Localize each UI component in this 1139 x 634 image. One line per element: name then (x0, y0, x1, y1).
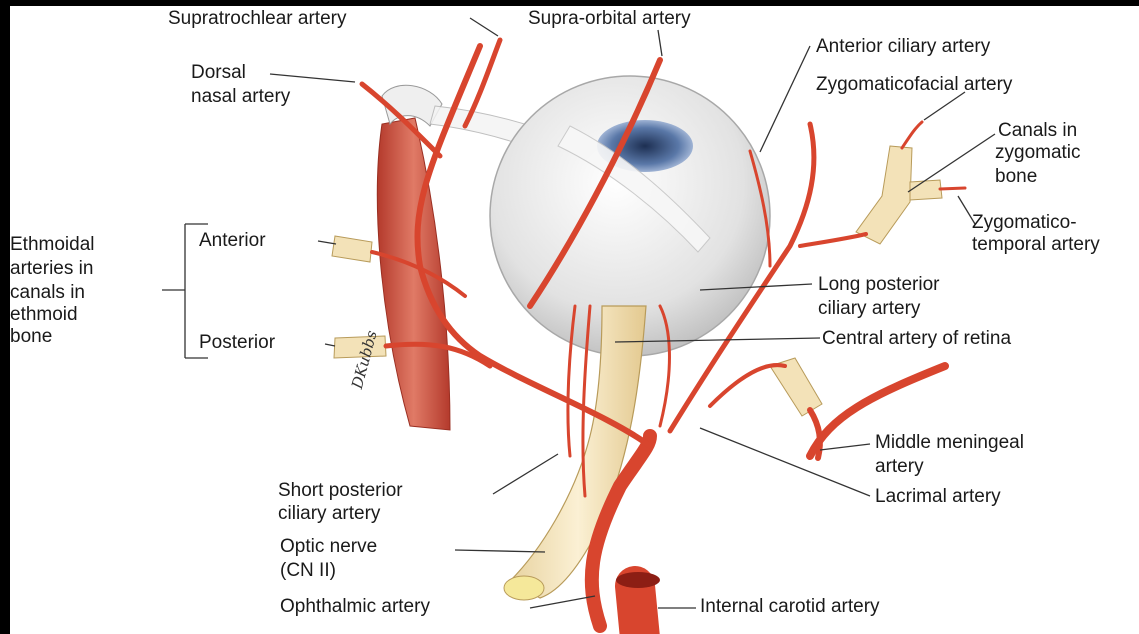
leader-zygomaticofacial (924, 92, 965, 120)
internal-carotid-artery (635, 586, 640, 634)
diagram-canvas: DKubbs Supratrochlear artery Supra-orbit… (10, 6, 1139, 634)
label-supraorbital-artery: Supra-orbital artery (528, 8, 691, 30)
leader-lacrimal (700, 428, 870, 496)
label-central-artery-retina: Central artery of retina (822, 328, 1011, 350)
superior-oblique-muscle (377, 118, 450, 430)
orbit-illustration (10, 6, 1139, 634)
optic-nerve-cut-end (504, 576, 544, 600)
label-ethmoidal-2: arteries in (10, 258, 93, 280)
label-ethmoidal-4: ethmoid (10, 304, 78, 326)
zygomaticotemporal-branch (940, 188, 965, 189)
leader-dorsal-nasal (270, 74, 355, 82)
label-optic-nerve-2: (CN II) (280, 560, 336, 582)
label-zygomaticotemporal-1: Zygomatico- (972, 212, 1077, 234)
label-lacrimal-artery: Lacrimal artery (875, 486, 1001, 508)
label-middle-meningeal-1: Middle meningeal (875, 432, 1024, 454)
zygomaticotemporal-canal (910, 180, 942, 200)
label-short-posterior-2: ciliary artery (278, 503, 380, 525)
internal-carotid-opening (616, 572, 660, 588)
label-internal-carotid-artery: Internal carotid artery (700, 596, 880, 618)
label-zygomaticotemporal-2: temporal artery (972, 234, 1100, 256)
leader-supraorbital (658, 30, 662, 56)
label-posterior: Posterior (199, 332, 275, 354)
anterior-ethmoidal-canal (332, 236, 372, 262)
label-ethmoidal-3: canals in (10, 282, 85, 304)
label-zygomaticofacial-artery: Zygomaticofacial artery (816, 74, 1012, 96)
label-dorsal-nasal-1: Dorsal (191, 62, 246, 84)
label-canals-1: Canals in (998, 120, 1077, 142)
zygomatic-canal (856, 146, 912, 244)
leader-canals (908, 134, 995, 192)
leader-optic-nerve (455, 550, 545, 552)
zygomaticofacial-branch (902, 122, 922, 148)
optic-nerve (510, 306, 646, 598)
leader-anterior-ciliary (760, 46, 810, 152)
label-middle-meningeal-2: artery (875, 456, 924, 478)
label-anterior: Anterior (199, 230, 266, 252)
zygomatic-branch (800, 234, 866, 246)
leader-anterior (318, 241, 336, 244)
leader-posterior (325, 344, 335, 346)
label-anterior-ciliary-artery: Anterior ciliary artery (816, 36, 990, 58)
label-short-posterior-1: Short posterior (278, 480, 403, 502)
leader-short-posterior (493, 454, 558, 494)
label-ethmoidal-5: bone (10, 326, 52, 348)
label-ophthalmic-artery: Ophthalmic artery (280, 596, 430, 618)
leader-supratrochlear (470, 18, 498, 36)
label-dorsal-nasal-2: nasal artery (191, 86, 290, 108)
label-long-posterior-1: Long posterior (818, 274, 939, 296)
label-supratrochlear-artery: Supratrochlear artery (168, 8, 346, 30)
label-canals-3: bone (995, 166, 1037, 188)
label-optic-nerve-1: Optic nerve (280, 536, 377, 558)
label-canals-2: zygomatic (995, 142, 1081, 164)
label-ethmoidal-1: Ethmoidal (10, 234, 95, 256)
label-long-posterior-2: ciliary artery (818, 298, 920, 320)
leader-middle-meningeal (820, 444, 870, 450)
